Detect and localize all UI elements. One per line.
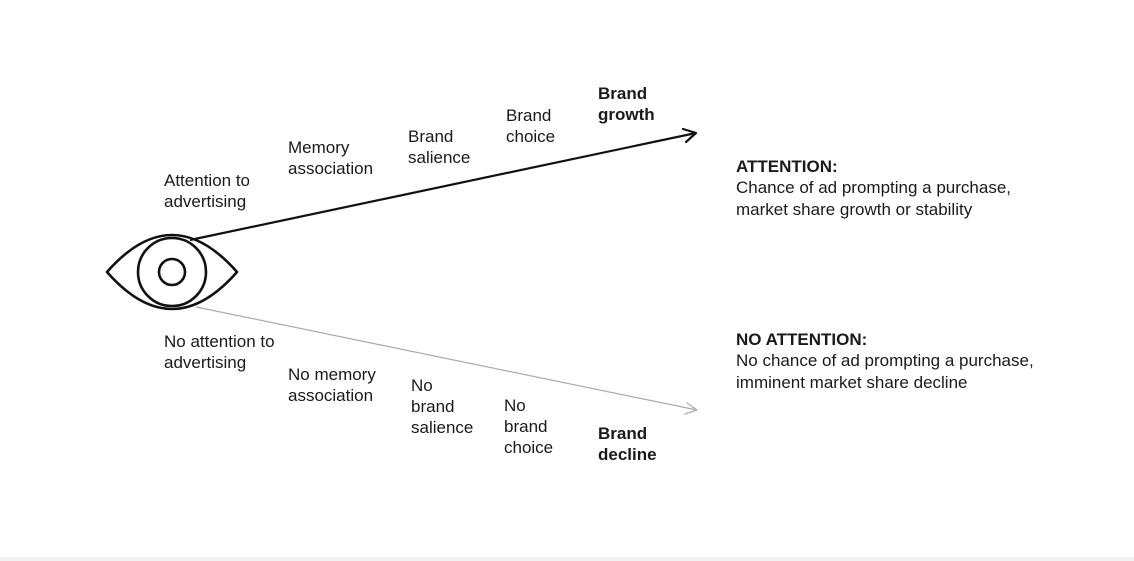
attention-info-body: Chance of ad prompting a purchase, marke… (736, 178, 1012, 219)
attention-step-attention-to-advertising: Attention to advertising (164, 171, 251, 211)
attention-outcome-brand-growth: Brand growth (598, 84, 655, 124)
no-attention-step-no-attention-to-advertising: No attention to advertising (164, 332, 275, 372)
attention-step-memory-association: Memory association (288, 138, 374, 178)
attention-step-brand-choice: Brand choice (506, 106, 556, 146)
eye-icon (105, 233, 239, 311)
no-attention-step-no-brand-salience: No brand salience (411, 376, 474, 437)
no-attention-info-heading: NO ATTENTION: (736, 330, 868, 349)
no-attention-info-body: No chance of ad prompting a purchase, im… (736, 351, 1034, 392)
attention-arrow (189, 127, 698, 242)
no-attention-step-no-brand-choice: No brand choice (504, 396, 554, 457)
attention-info-heading: ATTENTION: (736, 157, 838, 176)
no-attention-arrow (195, 306, 698, 415)
bottom-divider (0, 557, 1134, 561)
no-attention-outcome-brand-decline: Brand decline (598, 424, 657, 464)
no-attention-step-no-memory-association: No memory association (288, 365, 376, 405)
attention-step-brand-salience: Brand salience (408, 127, 471, 167)
